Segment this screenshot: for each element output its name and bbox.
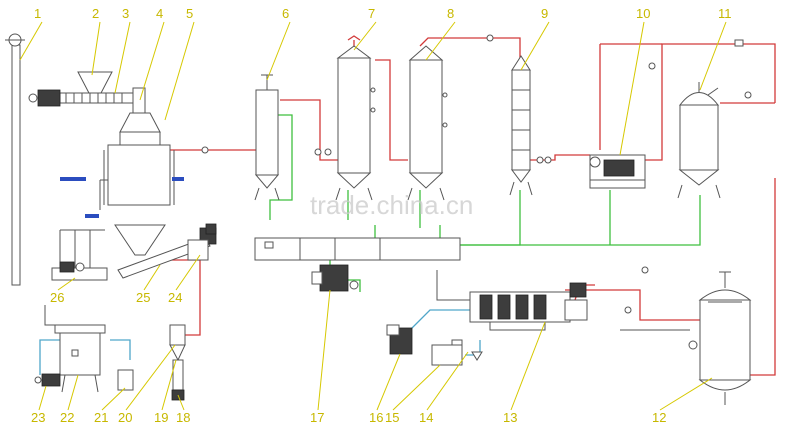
callout-leader-17 [317,289,331,411]
callout-label-26: 26 [50,290,64,305]
callout-label-21: 21 [94,410,108,425]
water-tank-small [117,369,134,391]
callout-leader-9 [520,21,550,71]
callout-label-1: 1 [34,6,41,21]
callout-label-4: 4 [156,6,163,21]
callout-label-2: 2 [92,6,99,21]
instruments [201,34,752,314]
callout-leader-14 [426,351,469,411]
refining-unit [469,282,588,331]
callout-leader-26 [57,277,76,291]
callout-label-6: 6 [282,6,289,21]
callout-leader-23 [38,385,47,411]
callout-leader-8 [425,21,456,61]
cooling-water-pipes [255,114,701,292]
callout-leader-24 [175,254,201,291]
pump-group [51,261,108,281]
callout-leader-1 [19,21,43,61]
screw-feeder [28,89,136,107]
callout-leader-11 [699,21,727,91]
callout-leader-6 [266,21,291,81]
callout-label-9: 9 [541,6,548,21]
callout-leader-7 [353,21,377,51]
callout-label-25: 25 [136,290,150,305]
callout-leaders [19,21,727,411]
callout-leader-16 [376,353,401,411]
callout-leader-12 [659,377,713,411]
callout-leader-25 [143,264,161,291]
callout-leader-2 [91,21,101,76]
control-box [431,339,463,366]
condenser-2 [407,45,448,201]
oil-storage-tank [677,82,721,199]
oil-gas-separator [254,74,280,201]
callout-label-5: 5 [186,6,193,21]
callout-label-3: 3 [122,6,129,21]
callout-label-20: 20 [118,410,132,425]
callout-leader-21 [101,387,126,411]
condenser-1 [335,45,376,201]
callout-label-15: 15 [385,410,399,425]
cyclone-separator [169,324,186,401]
callout-label-10: 10 [636,6,650,21]
callout-leader-19 [161,359,177,411]
callout-leader-20 [125,344,176,411]
discharge-screw [114,223,217,279]
chimney [5,33,25,286]
callout-leader-3 [114,21,131,94]
callout-leader-10 [619,21,645,156]
pyrolysis-reactor [60,87,184,218]
callout-label-13: 13 [503,410,517,425]
circulation-pump [311,264,359,292]
feed-pipes [39,309,490,375]
feed-hopper [77,71,113,96]
callout-label-17: 17 [310,410,324,425]
callout-leader-22 [67,374,79,411]
gas-burner [589,154,646,189]
drain-valve [471,351,483,361]
callout-leader-4 [139,21,165,101]
callout-leader-18 [177,394,185,411]
callout-label-8: 8 [447,6,454,21]
callout-label-23: 23 [31,410,45,425]
pressure-vessel [688,271,752,405]
watermark-text: trade.china.cn [310,190,473,220]
callout-label-18: 18 [176,410,190,425]
callout-label-14: 14 [419,410,433,425]
callout-label-16: 16 [369,410,383,425]
dust-tank [54,324,106,393]
water-pool [254,237,461,261]
scrubber-tower [509,55,533,196]
feed-pump [34,373,61,387]
callout-leader-5 [164,21,195,121]
callout-leader-15 [392,364,441,411]
hot-gas-pipes [165,35,776,376]
drive-motor [386,324,413,355]
callout-label-22: 22 [60,410,74,425]
callout-label-24: 24 [168,290,182,305]
callout-label-19: 19 [154,410,168,425]
callout-label-7: 7 [368,6,375,21]
callout-leader-13 [510,321,546,411]
callout-label-12: 12 [652,410,666,425]
callout-label-11: 11 [718,6,732,21]
